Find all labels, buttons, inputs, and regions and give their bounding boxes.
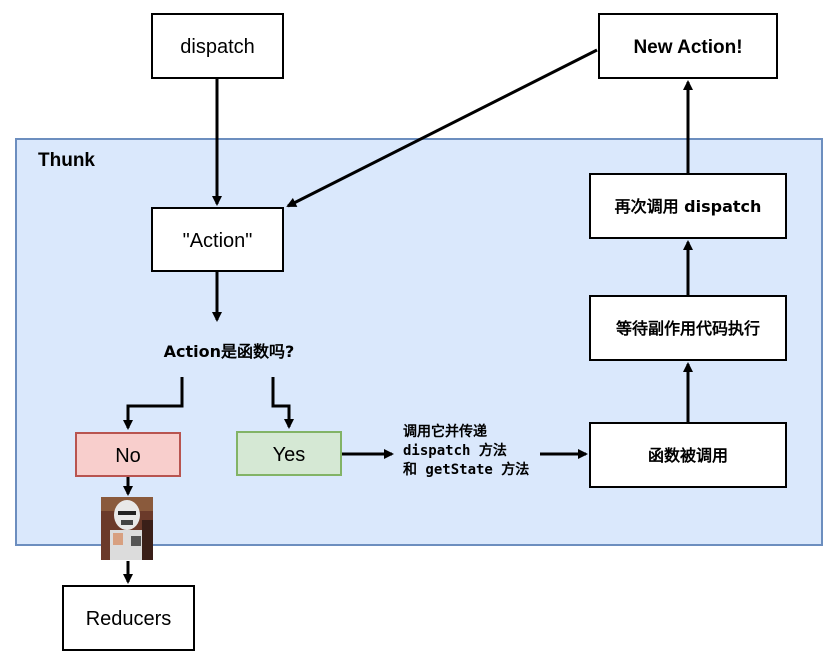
call-pass-line-1: 调用它并传递: [403, 423, 487, 440]
dispatch-again-box: [589, 173, 787, 239]
yes-box: [236, 431, 342, 476]
reducers-box: [62, 585, 195, 651]
new-action-box: [598, 13, 778, 79]
thunk-label: Thunk: [38, 150, 95, 171]
arrow-newaction-to-action: [286, 48, 598, 208]
call-pass-line-2: dispatch 方法: [403, 442, 507, 459]
no-label: No: [115, 445, 141, 467]
function-called-label: 函数被调用: [648, 446, 728, 465]
wait-side-effect-box: [589, 295, 787, 361]
call-pass-line-3: 和 getState 方法: [403, 461, 529, 478]
dispatch-label: dispatch: [180, 36, 255, 58]
dispatch-again-label: 再次调用 dispatch: [615, 197, 762, 216]
wait-side-effect-label: 等待副作用代码执行: [615, 319, 760, 338]
action-box: [151, 207, 284, 272]
reducers-label: Reducers: [86, 608, 172, 630]
is-function-question: Action是函数吗?: [164, 342, 295, 361]
yes-label: Yes: [273, 444, 306, 466]
dispatch-box: [151, 13, 284, 79]
new-action-label: New Action!: [633, 37, 742, 58]
stormtrooper-photo: [101, 497, 153, 560]
no-box: [75, 432, 181, 477]
arrow-question-to-no: [123, 377, 184, 430]
function-called-box: [589, 422, 787, 488]
arrow-question-to-yes: [271, 377, 294, 429]
action-label: "Action": [183, 230, 253, 252]
